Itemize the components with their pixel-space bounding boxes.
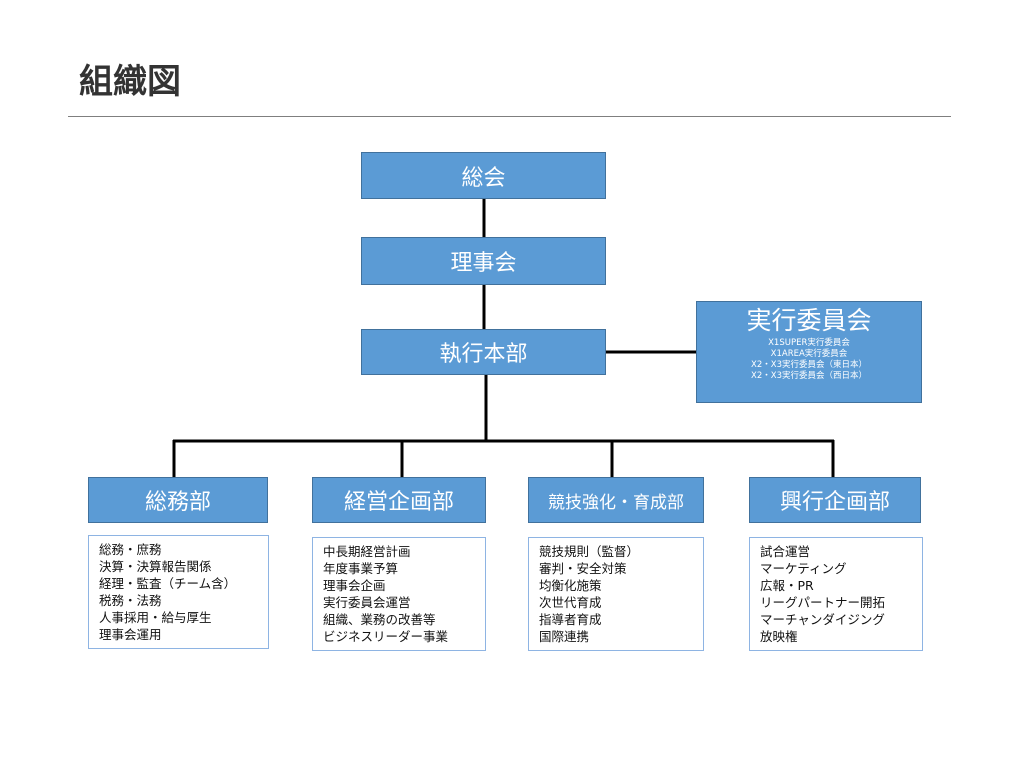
dept-general-affairs-box: 総務部 [88,477,268,523]
duty-item: 総務・庶務 [99,542,162,557]
duty-item: 放映権 [760,629,798,644]
general-assembly-box: 総会 [361,152,606,199]
dept-management-planning-duties: 中長期経営計画 年度事業予算 理事会企画 実行委員会運営 組織、業務の改善等 ビ… [312,537,486,651]
board-box: 理事会 [361,237,606,285]
duty-item: 次世代育成 [539,595,602,610]
dept-event-planning-box: 興行企画部 [749,477,921,523]
duty-item: 年度事業予算 [323,561,399,576]
dept-competition-development-box: 競技強化・育成部 [528,477,704,523]
dept-management-planning-box: 経営企画部 [312,477,486,523]
committee-item: X1AREA実行委員会 [770,349,848,359]
executive-hq-box: 執行本部 [361,329,606,375]
dept-general-affairs-label: 総務部 [144,490,211,515]
duty-item: 税務・法務 [99,593,162,608]
dept-event-planning-duties: 試合運営 マーケティング 広報・PR リーグパートナー開拓 マーチャンダイジング… [749,537,923,651]
duty-item: 実行委員会運営 [323,595,411,610]
duty-item: マーチャンダイジング [760,612,885,627]
general-assembly-label: 総会 [461,165,506,191]
dept-management-planning-label: 経営企画部 [343,490,454,515]
duty-item: 均衡化施策 [539,578,602,593]
duty-item: 指導者育成 [539,612,602,627]
duty-item: ビジネスリーダー事業 [323,629,449,644]
executive-hq-label: 執行本部 [439,342,528,367]
page-title: 組織図 [79,62,181,102]
committee-item: X2・X3実行委員会（西日本） [751,371,867,381]
duty-item: 組織、業務の改善等 [323,612,436,627]
duty-item: 理事会運用 [99,627,162,642]
title-divider [68,116,951,117]
duty-item: 中長期経営計画 [323,544,411,559]
duty-item: リーグパートナー開拓 [760,595,886,610]
committee-item: X1SUPER実行委員会 [768,338,850,348]
duty-item: 人事採用・給与厚生 [99,610,212,625]
duty-item: マーケティング [760,561,847,576]
duty-item: 広報・PR [760,578,814,593]
executive-committee-box: 実行委員会 X1SUPER実行委員会 X1AREA実行委員会 X2・X3実行委員… [696,301,922,403]
committee-item: X2・X3実行委員会（東日本） [751,360,867,370]
duty-item: 決算・決算報告関係 [99,559,212,574]
dept-event-planning-label: 興行企画部 [779,490,890,515]
duty-item: 経理・監査（チーム含） [99,576,237,591]
duty-item: 審判・安全対策 [539,561,627,576]
dept-general-affairs-duties: 総務・庶務 決算・決算報告関係 経理・監査（チーム含） 税務・法務 人事採用・給… [88,535,269,649]
dept-competition-development-label: 競技強化・育成部 [548,492,684,513]
executive-committee-title: 実行委員会 [746,306,872,335]
board-label: 理事会 [450,251,517,276]
duty-item: 競技規則（監督） [539,544,640,559]
dept-competition-development-duties: 競技規則（監督） 審判・安全対策 均衡化施策 次世代育成 指導者育成 国際連携 [528,537,704,651]
duty-item: 試合運営 [760,544,811,559]
executive-committee-list: X1SUPER実行委員会 X1AREA実行委員会 X2・X3実行委員会（東日本）… [697,338,921,382]
duty-item: 国際連携 [539,629,590,644]
duty-item: 理事会企画 [323,578,386,593]
